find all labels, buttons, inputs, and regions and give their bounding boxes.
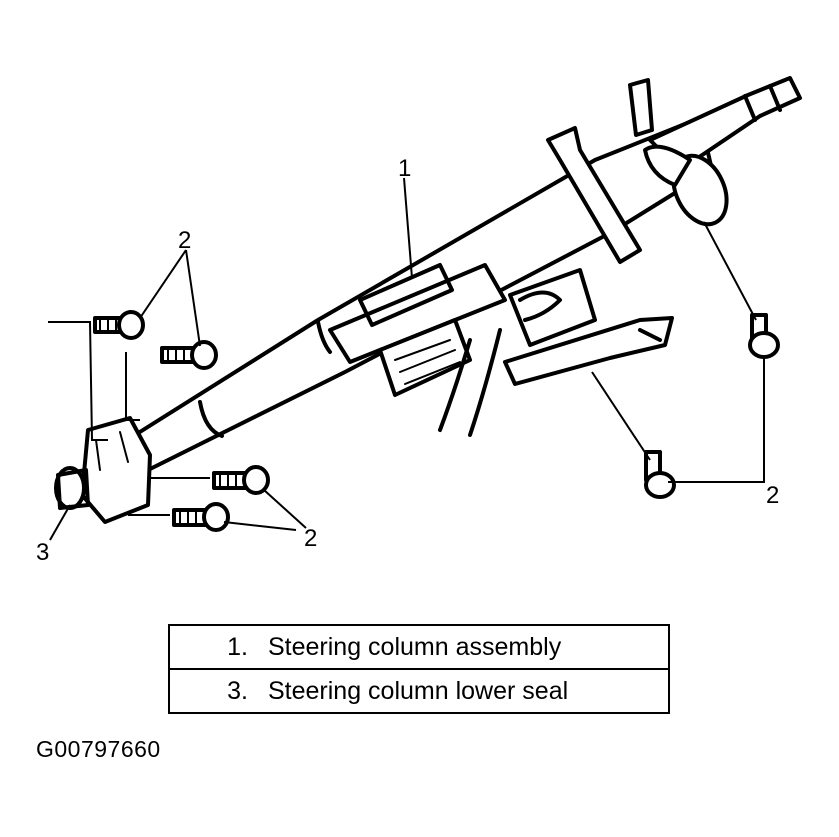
bolt-right-upper — [748, 313, 780, 359]
steering-column-diagram: 1 2 2 2 3 — [36, 76, 802, 566]
callout-part-1: 1 — [398, 155, 411, 182]
leader-lines — [48, 177, 765, 541]
callout-bolts-right: 2 — [766, 482, 779, 509]
callout-bolts-lower: 2 — [304, 525, 317, 552]
legend-text: Steering column assembly — [268, 632, 562, 661]
bolt-upper-left-2 — [160, 340, 218, 370]
steering-column-lower-seal — [54, 466, 90, 510]
callout-bolts-upper-left: 2 — [178, 227, 191, 254]
legend-number: 1. — [227, 632, 248, 661]
bolt-lower-1 — [212, 465, 270, 495]
bolt-right-lower — [644, 450, 676, 499]
bolt-upper-left-1 — [93, 310, 145, 340]
legend-number: 3. — [227, 676, 248, 705]
steering-column-assembly — [80, 76, 802, 524]
legend-row: 3. Steering column lower seal — [168, 668, 670, 714]
legend-row: 1. Steering column assembly — [168, 624, 670, 670]
callout-part-3: 3 — [36, 539, 49, 566]
figure-id: G00797660 — [36, 736, 161, 762]
legend-text: Steering column lower seal — [268, 676, 569, 705]
bolt-lower-2 — [172, 502, 230, 532]
legend-table: 1. Steering column assembly 3. Steering co… — [168, 624, 670, 714]
